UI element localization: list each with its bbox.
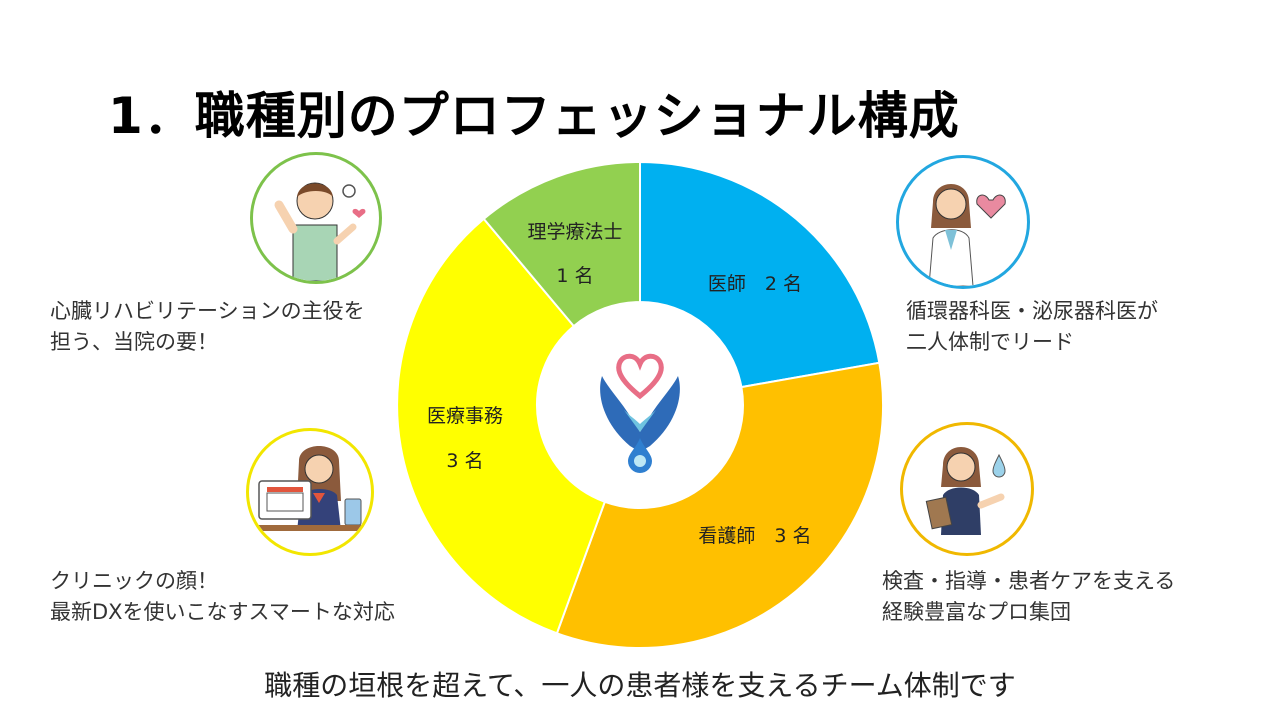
nurse-desc-line1: 検査・指導・患者ケアを支える	[882, 569, 1176, 593]
nurse-desc-line2: 経験豊富なプロ集団	[882, 600, 1071, 624]
label-clerk-count: 3 名	[446, 450, 483, 472]
medical-clerk-description: クリニックの顔！ 最新DXを使いこなすスマートな対応	[50, 566, 395, 628]
clerk-desc-line1: クリニックの顔！	[50, 569, 218, 593]
physical-therapist-illustration	[250, 152, 382, 284]
doctor-desc-line2: 二人体制でリード	[906, 330, 1074, 354]
label-pt-count: 1 名	[556, 265, 593, 287]
label-clerk-name: 医療事務	[427, 405, 503, 427]
label-pt-name: 理学療法士	[527, 221, 622, 243]
clinic-logo-icon	[600, 353, 680, 473]
doctor-description: 循環器科医・泌尿器科医が 二人体制でリード	[906, 296, 1158, 358]
pt-desc-line1: 心臓リハビリテーションの主役を	[50, 299, 365, 323]
clerk-desc-line2: 最新DXを使いこなすスマートな対応	[50, 600, 395, 624]
donut-slice-nurse	[555, 361, 884, 649]
donut-slice-doctor	[639, 160, 881, 389]
label-doctor: 医師 2 名	[708, 273, 802, 295]
label-nurse: 看護師 3 名	[698, 525, 811, 547]
doctor-desc-line1: 循環器科医・泌尿器科医が	[906, 299, 1158, 323]
donut-slice-physical-therapist	[482, 160, 641, 328]
medical-clerk-illustration	[246, 428, 374, 556]
pt-desc-line2: 担う、当院の要！	[50, 330, 218, 354]
page-title: 1．職種別のプロフェッショナル構成	[108, 87, 960, 145]
footer-message: 職種の垣根を超えて、一人の患者様を支えるチーム体制です	[264, 669, 1016, 702]
donut-slice-clerk	[396, 217, 607, 635]
doctor-illustration	[896, 155, 1030, 289]
nurse-description: 検査・指導・患者ケアを支える 経験豊富なプロ集団	[882, 566, 1175, 628]
physical-therapist-description: 心臓リハビリテーションの主役を 担う、当院の要！	[50, 296, 365, 358]
nurse-illustration	[900, 422, 1034, 556]
